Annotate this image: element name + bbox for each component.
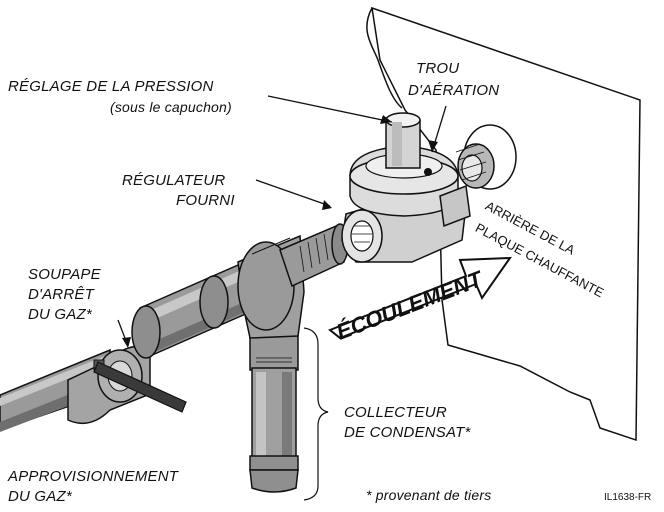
third-party-note: * provenant de tiers — [366, 487, 492, 503]
pressure-adjust-sublabel: (sous le capuchon) — [110, 99, 232, 115]
shutoff-label-line1: SOUPAPE — [28, 266, 101, 283]
regulator-label-line1: RÉGULATEUR — [122, 172, 226, 189]
regulator-label-line2: FOURNI — [176, 192, 235, 209]
sediment-bracket — [303, 327, 329, 501]
vent-hole-label-line2: D'AÉRATION — [408, 82, 500, 99]
regulator-cap — [385, 119, 421, 169]
panel-fitting-inner — [461, 154, 483, 182]
regulator — [341, 112, 471, 263]
sediment-trap — [249, 329, 299, 493]
supply-label-line1: APPROVISIONNEMENT — [8, 468, 179, 485]
sediment-trap-label-line2: DE CONDENSAT* — [344, 424, 471, 441]
shutoff-label-line2: D'ARRÊT — [28, 286, 94, 303]
figure-code: IL1638-FR — [604, 492, 652, 503]
flow-arrow — [328, 256, 512, 340]
valve-handle — [93, 361, 187, 413]
regulator-nipple — [279, 223, 349, 288]
tee-pipe — [131, 260, 251, 359]
vent-hole — [424, 168, 432, 176]
leader-arrowheads — [122, 115, 438, 348]
leader-lines — [117, 95, 447, 347]
panel-wavy-edge — [366, 7, 403, 109]
pressure-adjust-label: RÉGLAGE DE LA PRESSION — [8, 78, 214, 95]
sediment-trap-label-line1: COLLECTEUR — [344, 404, 447, 421]
supply-label-line2: DU GAZ* — [8, 488, 72, 505]
shutoff-valve — [67, 345, 187, 425]
shutoff-label-line3: DU GAZ* — [28, 306, 92, 323]
vent-hole-label-line1: TROU — [416, 60, 460, 77]
